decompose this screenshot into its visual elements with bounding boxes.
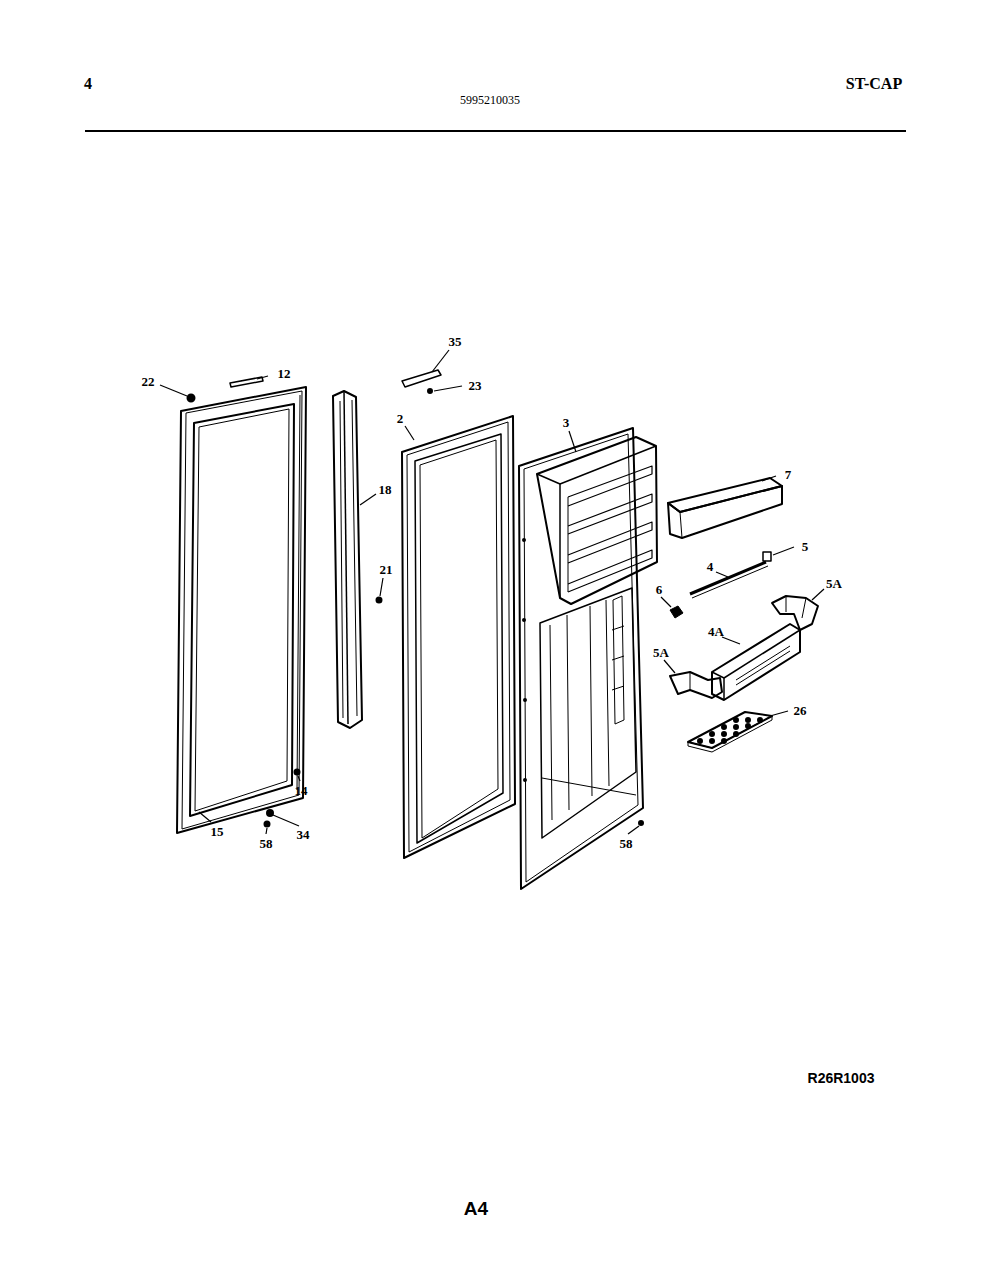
callout-number: 5 [801, 539, 810, 554]
drawing-reference: R26R1003 [807, 1070, 876, 1086]
callout-number: 3 [562, 415, 571, 430]
screw [428, 389, 432, 393]
callout-number: 7 [784, 467, 793, 482]
screw [295, 770, 300, 775]
door-shelf [712, 624, 800, 700]
screw [188, 395, 195, 402]
egg-tray [688, 712, 772, 752]
shelf-bracket [670, 672, 722, 698]
callout-number: 35 [448, 334, 463, 349]
callout-number: 5A [825, 576, 843, 591]
end-cap [763, 552, 771, 561]
callout-number: 6 [655, 582, 664, 597]
door-liner [519, 428, 657, 889]
callout-number: 21 [379, 562, 394, 577]
page-number: 4 [83, 75, 93, 93]
door-panel [177, 387, 306, 833]
knob [670, 606, 683, 618]
screw [265, 822, 270, 827]
bracket [402, 370, 441, 387]
callout-number: 58 [259, 836, 274, 851]
header-rule [85, 130, 906, 132]
callout-number: 58 [619, 836, 634, 851]
part-number: 5995210035 [459, 93, 521, 107]
callout-number: 12 [277, 366, 292, 381]
screw [377, 598, 382, 603]
callout-number: 22 [141, 374, 156, 389]
callout-number: 4A [707, 624, 725, 639]
leader-lines [160, 350, 824, 834]
callout-number: 5A [652, 645, 670, 660]
callout-number: 18 [378, 482, 393, 497]
callout-number: 26 [793, 703, 808, 718]
callout-number: 15 [210, 824, 225, 839]
model-code: ST-CAP [845, 75, 903, 93]
callout-number: 14 [294, 783, 309, 798]
callout-number: 2 [396, 411, 405, 426]
breaker-strip [333, 391, 362, 728]
callout-number: 4 [706, 559, 715, 574]
callout-number: 34 [296, 827, 311, 842]
washer [267, 810, 273, 816]
gasket [402, 416, 515, 858]
rod [690, 562, 766, 594]
callout-number: 23 [468, 378, 483, 393]
dairy-door [668, 478, 782, 538]
screw [639, 821, 643, 825]
shelf-bracket [772, 596, 818, 630]
page-label: A4 [463, 1198, 489, 1219]
